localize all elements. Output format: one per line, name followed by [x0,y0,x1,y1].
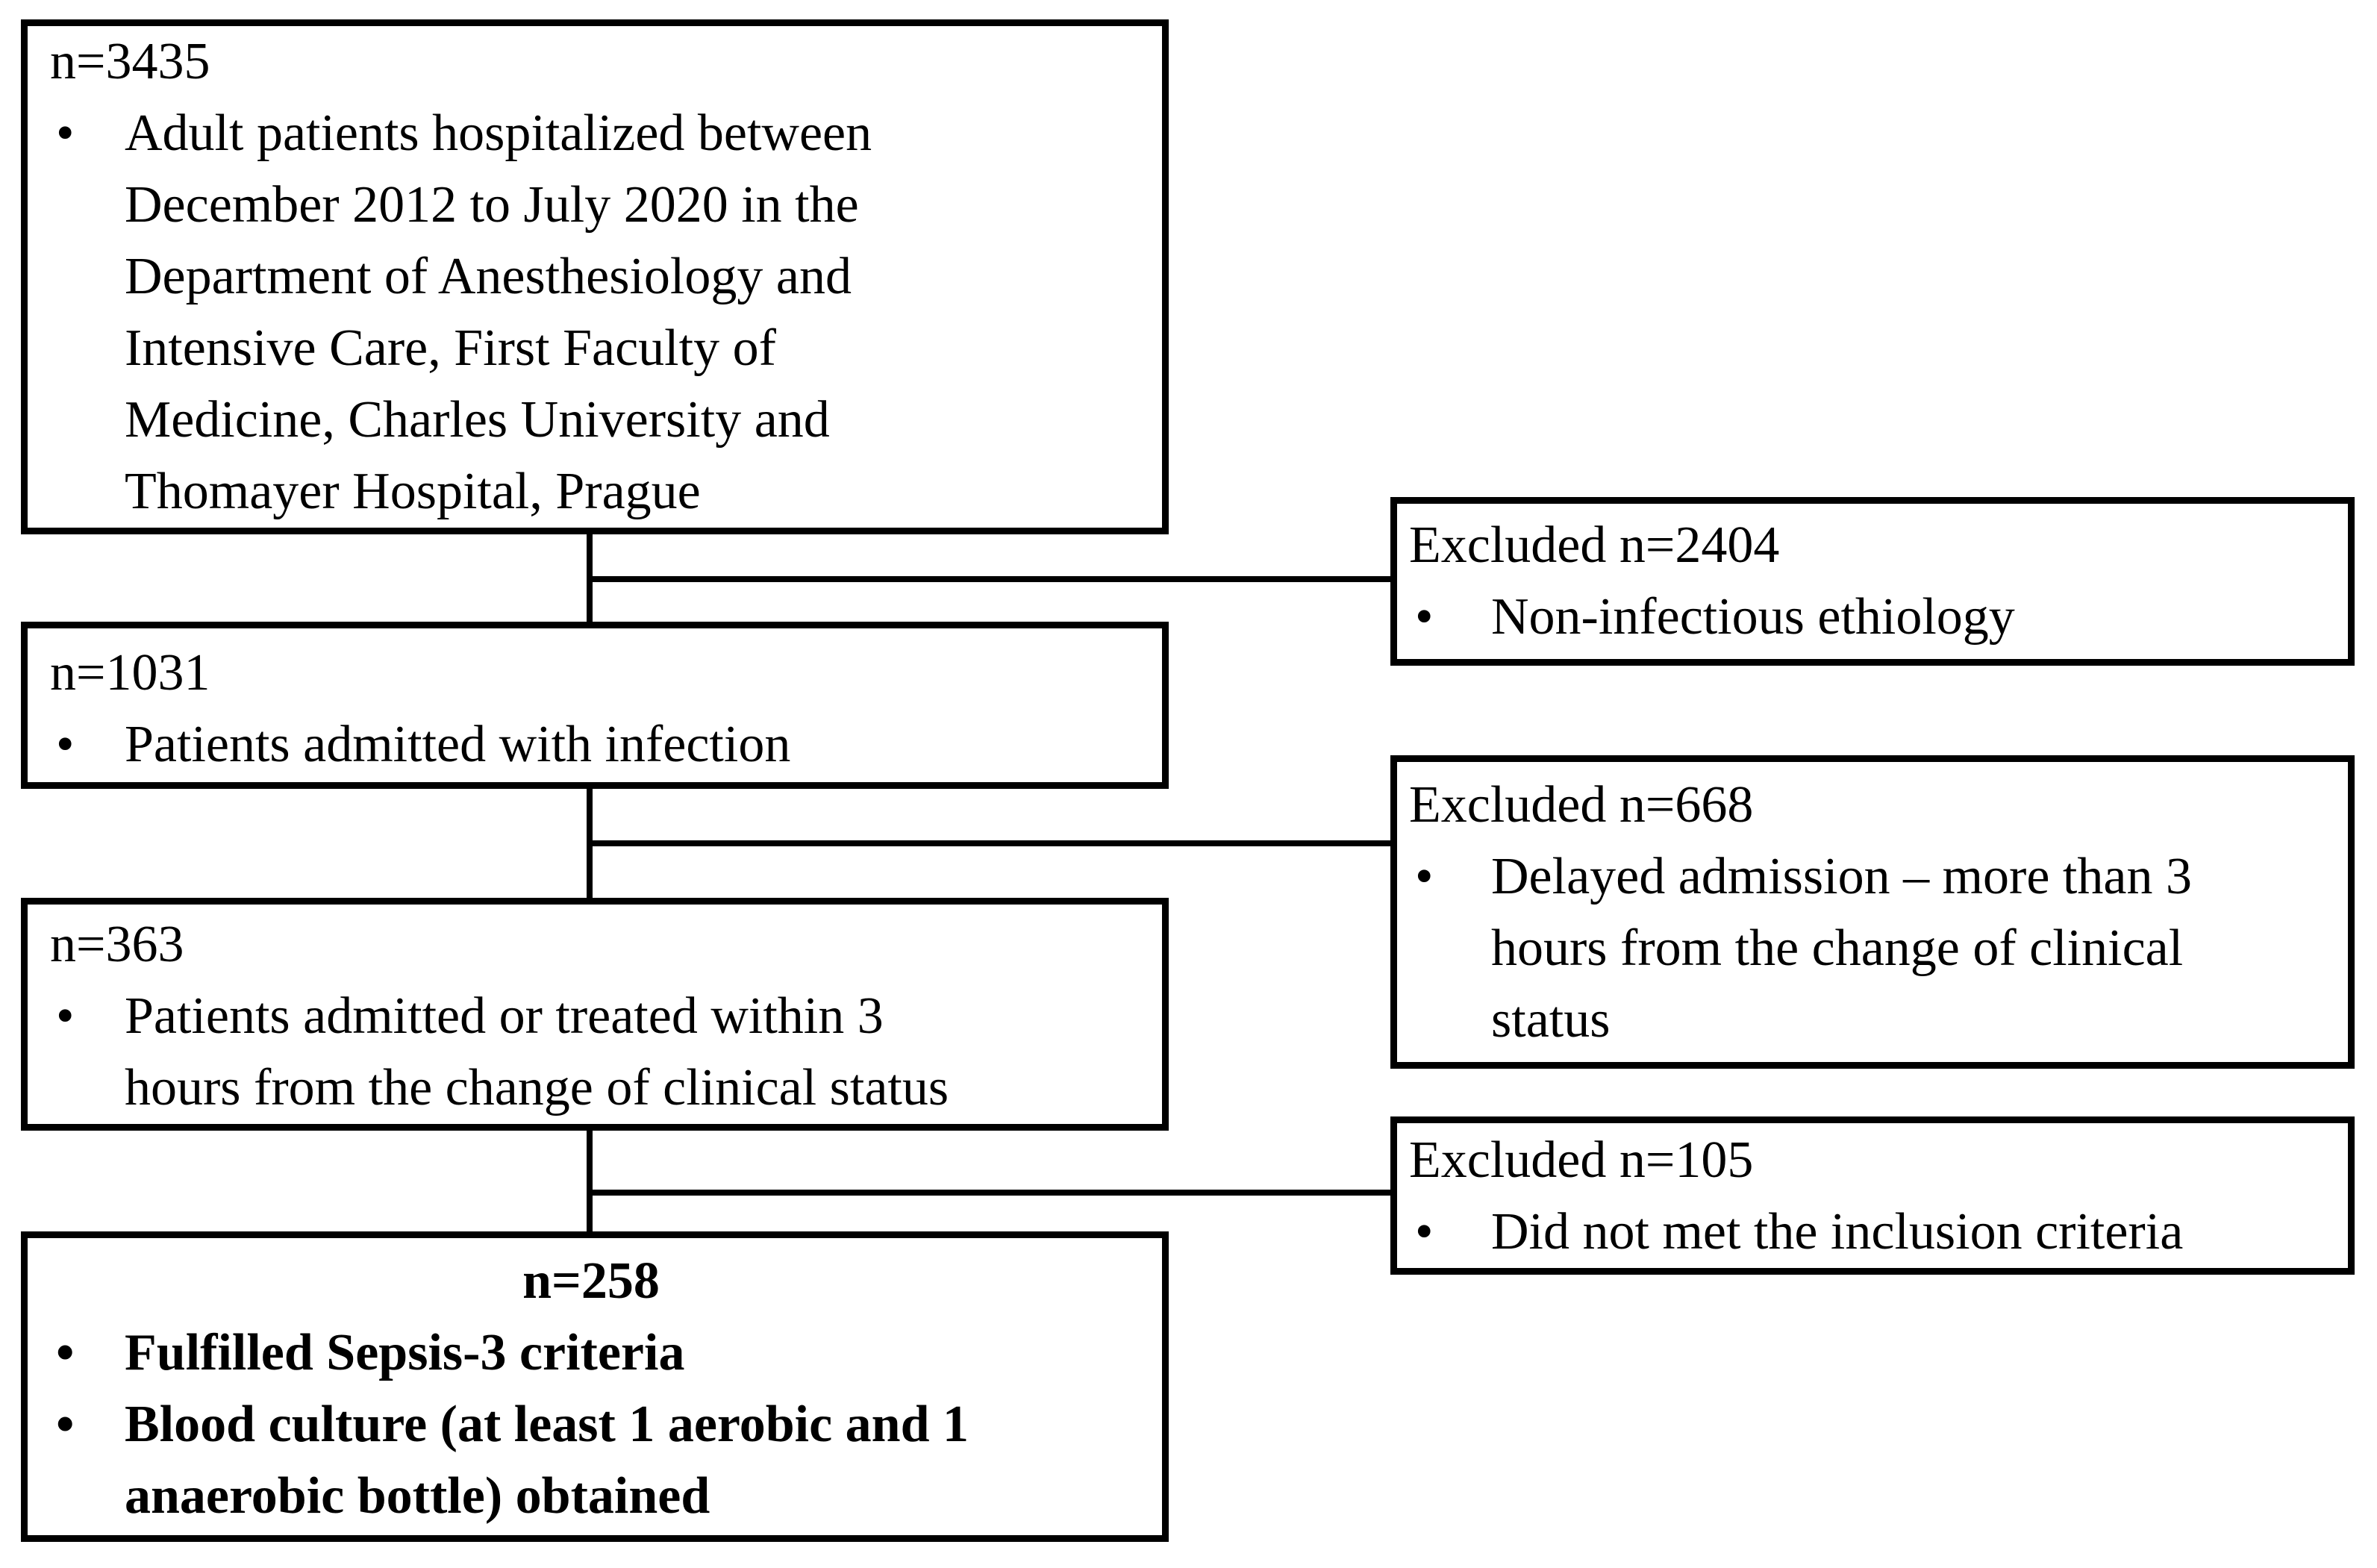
bullet-icon: • [1415,1203,1434,1261]
excluded-title: Excluded n=2404 [1409,516,1780,574]
cohort-count: n=3435 [50,33,210,90]
cohort-description: Adult patients hospitalized between Dece… [125,104,872,520]
flow-connector-branch-1 [590,576,1392,582]
excluded-box-n105: Excluded n=105 • Did not met the inclusi… [1390,1116,2355,1275]
list-item: • Did not met the inclusion criteria [1409,1196,2327,1268]
list-item: • Delayed admission – more than 3 hours … [1409,841,2327,1056]
bullet-icon: • [56,1396,75,1453]
bullet-icon: • [56,1324,75,1381]
cohort-criteria: Fulfilled Sepsis-3 criteria [125,1324,685,1381]
excluded-box-n2404: Excluded n=2404 • Non-infectious ethiolo… [1390,497,2355,666]
excluded-reason: Delayed admission – more than 3 hours fr… [1491,848,2192,1049]
cohort-criteria: Blood culture (at least 1 aerobic and 1 … [125,1396,969,1525]
list-item: • Blood culture (at least 1 aerobic and … [50,1389,1132,1532]
cohort-count: n=258 [522,1252,660,1310]
list-item: • Patients admitted or treated within 3 … [50,981,1132,1124]
excluded-box-n668: Excluded n=668 • Delayed admission – mor… [1390,755,2355,1069]
bullet-icon: • [56,104,75,162]
excluded-reason: Did not met the inclusion criteria [1491,1203,2184,1261]
excluded-title: Excluded n=668 [1409,776,1754,834]
flow-connector-vertical-3 [587,1131,593,1235]
excluded-title: Excluded n=105 [1409,1131,1754,1189]
cohort-count: n=363 [50,916,184,973]
cohort-description: Patients admitted with infection [125,716,791,773]
bullet-icon: • [1415,588,1434,646]
cohort-box-n3435: n=3435 • Adult patients hospitalized bet… [21,19,1169,534]
bullet-icon: • [56,987,75,1045]
bullet-icon: • [56,716,75,773]
cohort-box-n363: n=363 • Patients admitted or treated wit… [21,898,1169,1131]
bullet-icon: • [1415,848,1434,905]
excluded-reason: Non-infectious ethiology [1491,588,2015,646]
list-item: • Adult patients hospitalized between De… [50,98,1132,528]
cohort-box-n258-final: n=258 • Fulfilled Sepsis-3 criteria • Bl… [21,1231,1169,1542]
flow-connector-branch-3 [590,1190,1392,1196]
flow-connector-branch-2 [590,840,1392,846]
list-item: • Non-infectious ethiology [1409,581,2327,653]
cohort-description: Patients admitted or treated within 3 ho… [125,987,949,1116]
list-item: • Patients admitted with infection [50,709,1132,781]
cohort-box-n1031: n=1031 • Patients admitted with infectio… [21,622,1169,789]
list-item: • Fulfilled Sepsis-3 criteria [50,1317,1132,1389]
cohort-count: n=1031 [50,644,210,702]
